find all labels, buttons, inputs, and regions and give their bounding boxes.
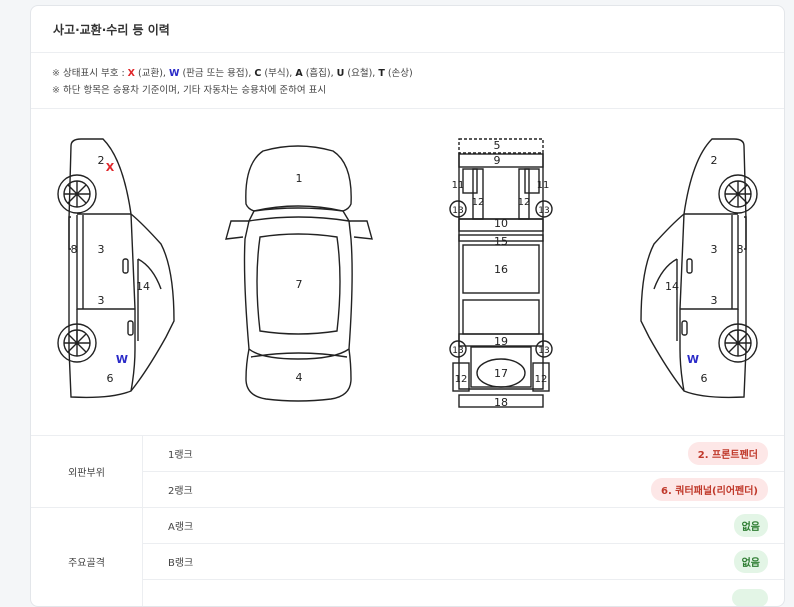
car-diagram: 2 X 3 3 8 14 W 6 1 7 4 5 9 11 11 12 12 1… xyxy=(31,109,784,436)
code-w-desc: (판금 또는 용접), xyxy=(179,68,255,79)
code-c-desc: (부식), xyxy=(261,68,296,79)
legend-note: 하단 항목은 승용차 기준이며, 기타 자동차는 승용차에 준하여 표시 xyxy=(62,85,327,96)
note-mark: ※ xyxy=(52,68,60,79)
mark-w-left: W xyxy=(116,353,128,366)
part-14-left: 14 xyxy=(136,280,150,293)
part-15: 15 xyxy=(494,235,508,248)
frame-view xyxy=(449,138,553,408)
table-row: A랭크 없음 xyxy=(143,508,784,544)
status-badge: 없음 xyxy=(733,550,768,573)
part-13-right-front: 13 xyxy=(538,206,549,216)
code-c: C xyxy=(254,68,262,79)
legend: ※상태표시 부호 : X (교환), W (판금 또는 용접), C (부식),… xyxy=(31,53,784,109)
car-diagram-svg: 2 X 3 3 8 14 W 6 1 7 4 5 9 11 11 12 12 1… xyxy=(57,138,758,409)
accident-history-card: 사고·교환·수리 등 이력 ※상태표시 부호 : X (교환), W (판금 또… xyxy=(30,5,785,607)
part-7-roof: 7 xyxy=(296,278,303,291)
status-badge: 2. 프론트펜더 xyxy=(687,442,768,465)
part-19: 19 xyxy=(494,335,508,348)
part-8-left: 8 xyxy=(71,243,78,256)
legend-line-note: ※하단 항목은 승용차 기준이며, 기타 자동차는 승용차에 준하여 표시 xyxy=(52,82,784,99)
rank-label: 1랭크 xyxy=(168,450,193,461)
part-10: 10 xyxy=(494,217,508,230)
part-6-right: 6 xyxy=(701,372,708,385)
code-x: X xyxy=(127,68,135,79)
part-12-right-front: 12 xyxy=(518,197,531,208)
code-w: W xyxy=(168,68,180,79)
note-mark: ※ xyxy=(52,85,60,96)
part-3-left-front: 3 xyxy=(98,243,105,256)
part-1-hood: 1 xyxy=(296,172,303,185)
status-badge: 없음 xyxy=(733,514,768,537)
part-5: 5 xyxy=(494,139,501,152)
code-t-desc: (손상) xyxy=(384,68,413,79)
rank-table: 외판부위 1랭크 2. 프론트펜더 2랭크 6. 쿼터패널(리어펜더) 주요골격… xyxy=(31,436,784,606)
group-label-frame: 주요골격 xyxy=(31,508,143,606)
part-17: 17 xyxy=(494,367,508,380)
part-13-right-rear: 13 xyxy=(538,346,549,356)
part-8-right: 8 xyxy=(737,243,744,256)
top-view xyxy=(225,145,373,402)
group-label-outer: 외판부위 xyxy=(31,436,143,507)
part-11-right: 11 xyxy=(537,180,550,191)
part-18: 18 xyxy=(494,396,508,409)
rank-label: 2랭크 xyxy=(168,486,193,497)
code-u: U xyxy=(336,68,345,79)
card-title: 사고·교환·수리 등 이력 xyxy=(31,6,784,53)
part-2-left: 2 xyxy=(98,154,105,167)
mark-x: X xyxy=(106,161,115,174)
mark-w-right: W xyxy=(687,353,699,366)
rank-label: A랭크 xyxy=(168,522,194,533)
part-3-left-rear: 3 xyxy=(98,294,105,307)
part-3-right-front: 3 xyxy=(711,243,718,256)
part-12-right-rear: 12 xyxy=(535,374,548,385)
part-6-left: 6 xyxy=(107,372,114,385)
table-row: B랭크 없음 xyxy=(143,544,784,580)
code-u-desc: (요철), xyxy=(344,68,379,79)
table-row: 2랭크 6. 쿼터패널(리어펜더) xyxy=(143,472,784,507)
part-12-left-front: 12 xyxy=(472,197,485,208)
status-badge xyxy=(732,588,768,606)
part-4-trunk: 4 xyxy=(296,371,303,384)
part-11-left: 11 xyxy=(452,180,465,191)
status-badge: 6. 쿼터패널(리어펜더) xyxy=(651,478,768,501)
left-side-view xyxy=(57,138,175,399)
code-x-desc: (교환), xyxy=(135,68,169,79)
legend-prefix: 상태표시 부호 : xyxy=(62,68,128,79)
code-a-desc: (흠집), xyxy=(302,68,337,79)
part-16: 16 xyxy=(494,263,508,276)
rank-label: B랭크 xyxy=(168,558,194,569)
part-2-right: 2 xyxy=(711,154,718,167)
part-12-left-rear: 12 xyxy=(455,374,468,385)
part-13-left-front: 13 xyxy=(452,206,463,216)
part-13-left-rear: 13 xyxy=(452,346,463,356)
group-outer-panel: 외판부위 1랭크 2. 프론트펜더 2랭크 6. 쿼터패널(리어펜더) xyxy=(31,436,784,508)
part-3-right-rear: 3 xyxy=(711,294,718,307)
code-t: T xyxy=(378,68,385,79)
part-9: 9 xyxy=(494,154,501,167)
code-a: A xyxy=(295,68,303,79)
legend-line-codes: ※상태표시 부호 : X (교환), W (판금 또는 용접), C (부식),… xyxy=(52,65,784,82)
part-14-right: 14 xyxy=(665,280,679,293)
right-side-view xyxy=(640,138,758,399)
table-row: 1랭크 2. 프론트펜더 xyxy=(143,436,784,472)
group-main-frame: 주요골격 A랭크 없음 B랭크 없음 xyxy=(31,508,784,606)
